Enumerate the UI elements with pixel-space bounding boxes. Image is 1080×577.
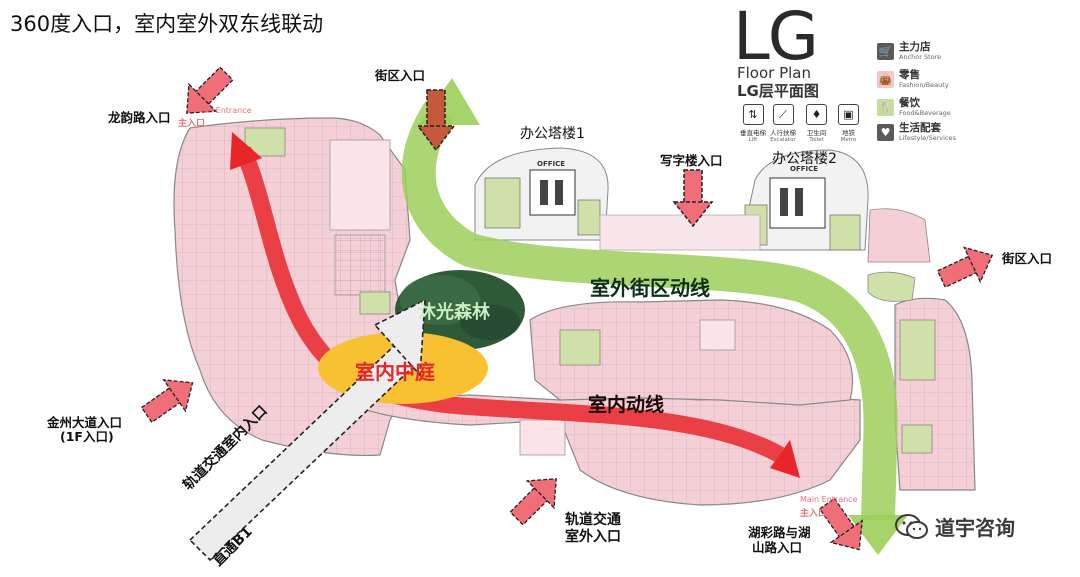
longyun-label: 龙韵路入口	[108, 110, 171, 125]
metro-outdoor-label-1: 轨道交通	[565, 512, 621, 528]
connector-strip	[599, 214, 761, 251]
facility-cn: 人行扶梯	[770, 129, 796, 137]
cutlery-icon: 🍴	[877, 98, 894, 116]
main-entrance-cn-right: 主入口	[800, 509, 828, 519]
toilet-icon: ♦	[806, 104, 827, 125]
courtyard-label: 室内中庭	[355, 360, 435, 384]
bottom-building	[339, 394, 861, 506]
office-tower-2-block	[739, 149, 931, 263]
heart-icon: ♥	[877, 123, 894, 141]
legend-cn: 主力店	[899, 41, 931, 53]
center-right-building	[529, 299, 854, 406]
lake-label-2: 山路入口	[752, 540, 803, 555]
main-entrance-cn-left: 主入口	[178, 119, 206, 129]
office-tower-1-block	[474, 147, 609, 241]
indoor-flow-label: 室内动线	[588, 394, 665, 416]
office-tower-entrance-label: 写字楼入口	[660, 153, 723, 168]
legend-cn: 生活配套	[899, 122, 941, 134]
legend-en: Lifestyle/Services	[899, 133, 956, 142]
legend-en: Fashion/Beauty	[899, 80, 949, 89]
jinzhou-label-1: 金州大道入口	[47, 415, 123, 430]
forest-zone	[395, 270, 525, 350]
facility-cn: 垂直电梯	[740, 129, 766, 137]
legend-cn: 餐饮	[899, 97, 920, 109]
forest-label: 沐光森林	[418, 302, 490, 323]
watermark-text: 道宇咨询	[935, 516, 1015, 540]
facility-cn: 地铁	[842, 129, 855, 137]
jinzhou-arrow	[140, 379, 194, 424]
metro-outdoor-arrow	[509, 478, 557, 526]
logo-floor-plan: Floor Plan	[737, 64, 811, 82]
cart-icon: 🛒	[877, 42, 894, 60]
tower-2-label: 办公塔楼2	[772, 151, 837, 167]
facility-en: Escalator	[770, 137, 796, 143]
facility-en: Metro	[840, 137, 857, 143]
bag-icon: 👜	[877, 70, 894, 88]
street-top-label: 街区入口	[375, 68, 426, 83]
jinzhou-label-2: (1F入口)	[60, 429, 114, 444]
office-label-1: OFFICE	[537, 160, 566, 168]
longyun-arrow	[186, 66, 234, 114]
wechat-icon	[895, 513, 928, 539]
metro-outdoor-label-2: 室外入口	[565, 529, 621, 545]
office-label-2: OFFICE	[790, 165, 819, 173]
logo-lg: LG	[733, 0, 819, 75]
lake-arrow	[818, 497, 863, 551]
outdoor-flow-label: 室外街区动线	[590, 276, 710, 300]
facility-en: Toilet	[809, 137, 824, 143]
facility-en: Lift	[748, 137, 758, 143]
tower-1-label: 办公塔楼1	[520, 126, 585, 142]
main-entrance-en-right: Main Entrance	[800, 495, 858, 504]
logo-floor-plan-cn: LG层平面图	[737, 82, 819, 100]
lake-label-1: 湖彩路与湖	[748, 525, 811, 540]
metro-icon: ▣	[838, 104, 859, 125]
legend-cn: 零售	[899, 69, 920, 81]
legend-en: Anchor Store	[899, 52, 942, 61]
right-building	[867, 271, 976, 491]
watermark: 道宇咨询	[895, 512, 1015, 541]
street-top-arrow	[416, 89, 456, 152]
street-right-arrow	[936, 246, 994, 289]
escalator-icon: ⟋	[772, 104, 794, 125]
lift-icon: ⇅	[742, 104, 764, 125]
office-tower-arrow	[672, 169, 714, 228]
metro-indoor-arrow	[188, 298, 426, 562]
facility-cn: 卫生间	[806, 129, 827, 137]
legend-en: Food&Beverage	[899, 108, 951, 117]
main-entrance-en-left: Main Entrance	[194, 106, 252, 115]
page-title: 360度入口，室内室外双东线联动	[10, 12, 324, 36]
street-right-label: 街区入口	[1002, 251, 1053, 266]
